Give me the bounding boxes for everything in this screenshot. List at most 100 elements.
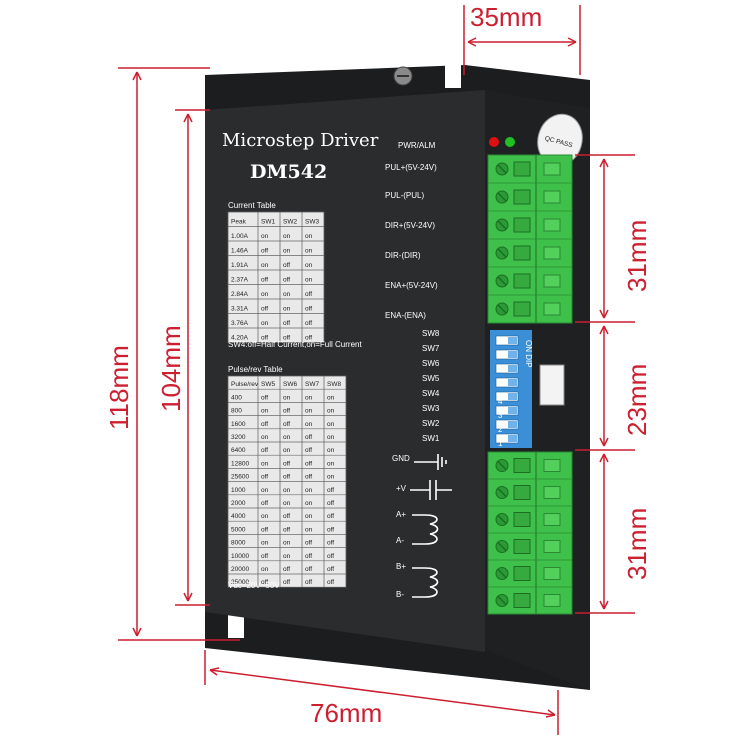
dip-text: ON DIP — [524, 340, 533, 368]
table-cell: off — [283, 277, 290, 284]
table-cell: on — [283, 434, 291, 441]
table-cell: off — [283, 526, 290, 533]
switch-label: SW5 — [422, 374, 440, 383]
table-header-cell: SW7 — [305, 381, 319, 388]
table-cell: off — [283, 421, 290, 428]
table-cell: 400 — [231, 394, 242, 401]
table-cell: on — [283, 233, 291, 240]
table-cell: 12800 — [231, 460, 249, 467]
table-cell: 25600 — [231, 474, 249, 481]
switch-label: SW6 — [422, 359, 440, 368]
table-cell: 1.46A — [231, 248, 249, 255]
table-cell: 6400 — [231, 447, 246, 454]
table-cell: off — [327, 553, 334, 560]
table-cell: on — [327, 474, 335, 481]
table-header-cell: SW3 — [305, 219, 319, 226]
table-cell: on — [327, 421, 335, 428]
table-cell: off — [327, 513, 334, 520]
table-cell: on — [305, 277, 313, 284]
table-cell: off — [305, 434, 312, 441]
table-cell: off — [305, 540, 312, 547]
table-cell: on — [327, 447, 335, 454]
table-cell: on — [327, 408, 335, 415]
table-cell: 4.20A — [231, 335, 249, 342]
table-header-cell: SW8 — [327, 381, 341, 388]
table-cell: on — [305, 487, 313, 494]
table-cell: off — [283, 513, 290, 520]
table-cell: 20000 — [231, 566, 249, 573]
table-cell: 2.84A — [231, 291, 249, 298]
signal-label: ENA-(ENA) — [385, 311, 426, 320]
table-cell: on — [283, 487, 291, 494]
table-cell: off — [283, 335, 290, 342]
table-cell: 4000 — [231, 513, 246, 520]
terminal-block-top — [487, 154, 573, 324]
table-cell: on — [261, 513, 269, 520]
table-cell: off — [305, 320, 312, 327]
switch-label: SW3 — [422, 404, 440, 413]
coil-b-icon — [412, 567, 439, 598]
table-cell: off — [305, 474, 312, 481]
dimension-total-height: 118mm — [104, 345, 134, 430]
table-cell: off — [283, 474, 290, 481]
table-cell: off — [261, 553, 268, 560]
signal-label: PUL-(PUL) — [385, 191, 424, 200]
dip-number: 1 — [498, 439, 503, 448]
table-cell: on — [261, 566, 269, 573]
table-cell: off — [305, 566, 312, 573]
table-cell: 2.37A — [231, 277, 249, 284]
table-cell: 1600 — [231, 421, 246, 428]
signal-label: DIR-(DIR) — [385, 251, 421, 260]
signal-label: PUL+(5V-24V) — [385, 163, 437, 172]
table-cell: on — [283, 306, 291, 313]
signal-labels: PWR/ALMPUL+(5V-24V)PUL-(PUL)DIR+(5V-24V)… — [385, 141, 438, 320]
table-cell: 3.76A — [231, 320, 249, 327]
table-cell: on — [261, 540, 269, 547]
table-cell: off — [283, 408, 290, 415]
dimension-terminal-top: 31mm — [622, 220, 652, 292]
dimension-width: 76mm — [310, 698, 382, 728]
power-label: A+ — [396, 510, 406, 519]
table-cell: on — [327, 434, 335, 441]
flange-slot-top — [445, 62, 461, 88]
table-cell: on — [261, 487, 269, 494]
table-cell: on — [283, 394, 291, 401]
signal-label: ENA+(5V-24V) — [385, 281, 438, 290]
table-cell: 3200 — [231, 434, 246, 441]
table-cell: on — [327, 394, 335, 401]
dip-number: 3 — [498, 411, 503, 420]
dimension-lines — [118, 5, 635, 735]
table-cell: off — [305, 460, 312, 467]
power-labels: GND+VA+A-B+B- — [392, 454, 410, 599]
table-cell: off — [305, 335, 312, 342]
current-table-note: SW4:off=Half Current,on=Full Current — [228, 340, 362, 349]
table-cell: off — [261, 335, 268, 342]
signal-label: PWR/ALM — [398, 141, 436, 150]
table-cell: on — [261, 233, 269, 240]
device-title: Microstep Driver — [222, 130, 379, 151]
table-cell: on — [261, 262, 269, 269]
power-label: B+ — [396, 562, 406, 571]
table-cell: off — [261, 500, 268, 507]
table-cell: off — [305, 447, 312, 454]
capacitor-symbol-icon — [410, 480, 452, 500]
table-cell: 3.31A — [231, 306, 249, 313]
table-cell: off — [261, 394, 268, 401]
dimension-dip-switch: 23mm — [622, 364, 652, 436]
table-cell: 10000 — [231, 553, 249, 560]
table-header-cell: Peak — [231, 219, 247, 226]
schematic-symbols — [410, 454, 452, 598]
table-cell: off — [327, 566, 334, 573]
dimension-terminal-bottom: 31mm — [622, 508, 652, 580]
table-cell: 2000 — [231, 500, 246, 507]
device-model: DM542 — [250, 161, 327, 183]
table-cell: off — [327, 540, 334, 547]
table-cell: off — [327, 579, 334, 586]
power-label: B- — [396, 590, 404, 599]
table-cell: on — [305, 513, 313, 520]
switch-label: SW8 — [422, 329, 440, 338]
dimension-depth: 35mm — [470, 2, 542, 32]
table-cell: on — [305, 526, 313, 533]
